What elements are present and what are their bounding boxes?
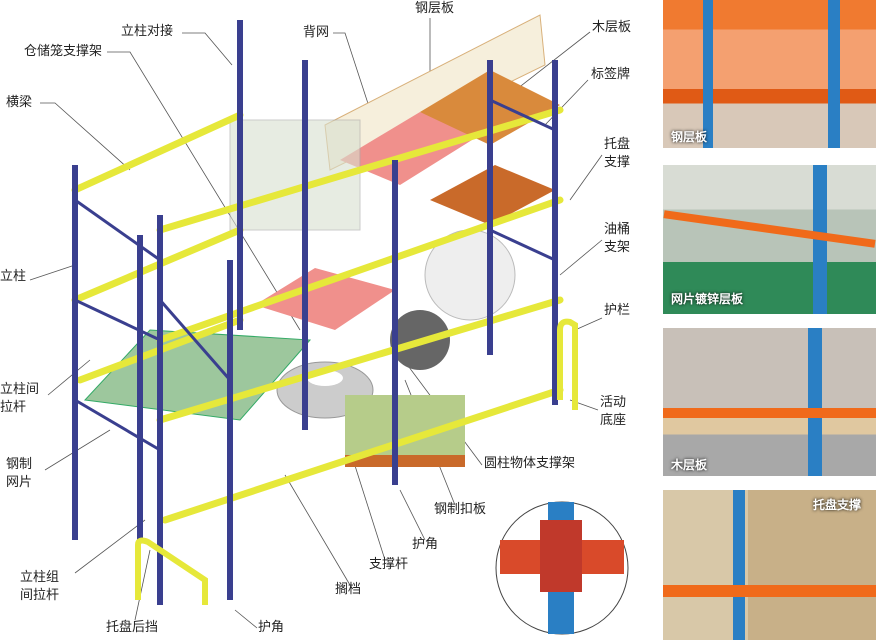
guardrail (557, 318, 578, 410)
steel-shelf-mid (255, 268, 395, 330)
photo-mesh-shelf: 网片镀锌层板 (663, 165, 876, 314)
label-support-bar: 支撑杆 (369, 557, 409, 572)
uprights (72, 20, 558, 605)
photo-caption: 木层板 (671, 458, 708, 472)
text-line: 立柱组 (20, 570, 60, 585)
text-line: 钢制 (6, 457, 33, 472)
label-column-splice: 立柱对接 (121, 24, 174, 39)
label-row-spacer: 立柱组间拉杆 (20, 569, 59, 605)
pallet-guard (135, 537, 208, 605)
label-label-tag: 标签牌 (591, 67, 631, 82)
text-line: 底座 (600, 413, 627, 428)
label-upright-brace: 立柱间拉杆 (0, 381, 39, 417)
label-pallet-stop: 托盘后挡 (106, 620, 159, 635)
label-cylinder-support: 圆柱物体支撑架 (484, 456, 576, 471)
text-line: 油桶 (604, 222, 631, 237)
label-corner-guard: 护角 (412, 537, 439, 552)
text-line: 拉杆 (0, 400, 27, 415)
label-guardrail: 护栏 (604, 303, 631, 318)
label-crossbar: 搁档 (335, 582, 362, 597)
label-back-mesh: 背网 (303, 25, 330, 40)
label-upright: 立柱 (0, 269, 27, 284)
text-line: 支撑 (604, 155, 631, 170)
label-steel-shelf: 钢层板 (415, 1, 455, 16)
photo-pallet-support: 托盘支撑 (663, 490, 876, 640)
photo-caption: 网片镀锌层板 (671, 292, 744, 306)
text-line: 网片 (6, 475, 33, 490)
label-steel-mesh: 钢制网片 (6, 456, 32, 492)
upright-bracing (74, 98, 556, 452)
text-line: 间拉杆 (20, 588, 60, 603)
label-drum-support: 油桶支架 (604, 221, 630, 257)
label-steel-deck: 钢制扣板 (434, 502, 487, 517)
label-cage-support: 仓储笼支撑架 (24, 44, 103, 59)
label-wood-shelf: 木层板 (592, 20, 632, 35)
label-beam: 横梁 (6, 95, 33, 110)
photo-wood-shelf: 木层板 (663, 328, 876, 476)
label-pallet-support: 托盘支撑 (604, 136, 630, 172)
connector-inset (495, 501, 629, 635)
photo-caption: 钢层板 (671, 130, 708, 144)
text-line: 立柱间 (0, 382, 40, 397)
photo-caption: 托盘支撑 (813, 498, 862, 512)
text-line: 托盘 (604, 137, 631, 152)
photo-steel-shelf: 钢层板 (663, 0, 876, 148)
label-movable-base: 活动底座 (600, 394, 626, 430)
label-corner-guard-2: 护角 (258, 620, 285, 635)
text-line: 支架 (604, 240, 631, 255)
text-line: 活动 (600, 395, 627, 410)
